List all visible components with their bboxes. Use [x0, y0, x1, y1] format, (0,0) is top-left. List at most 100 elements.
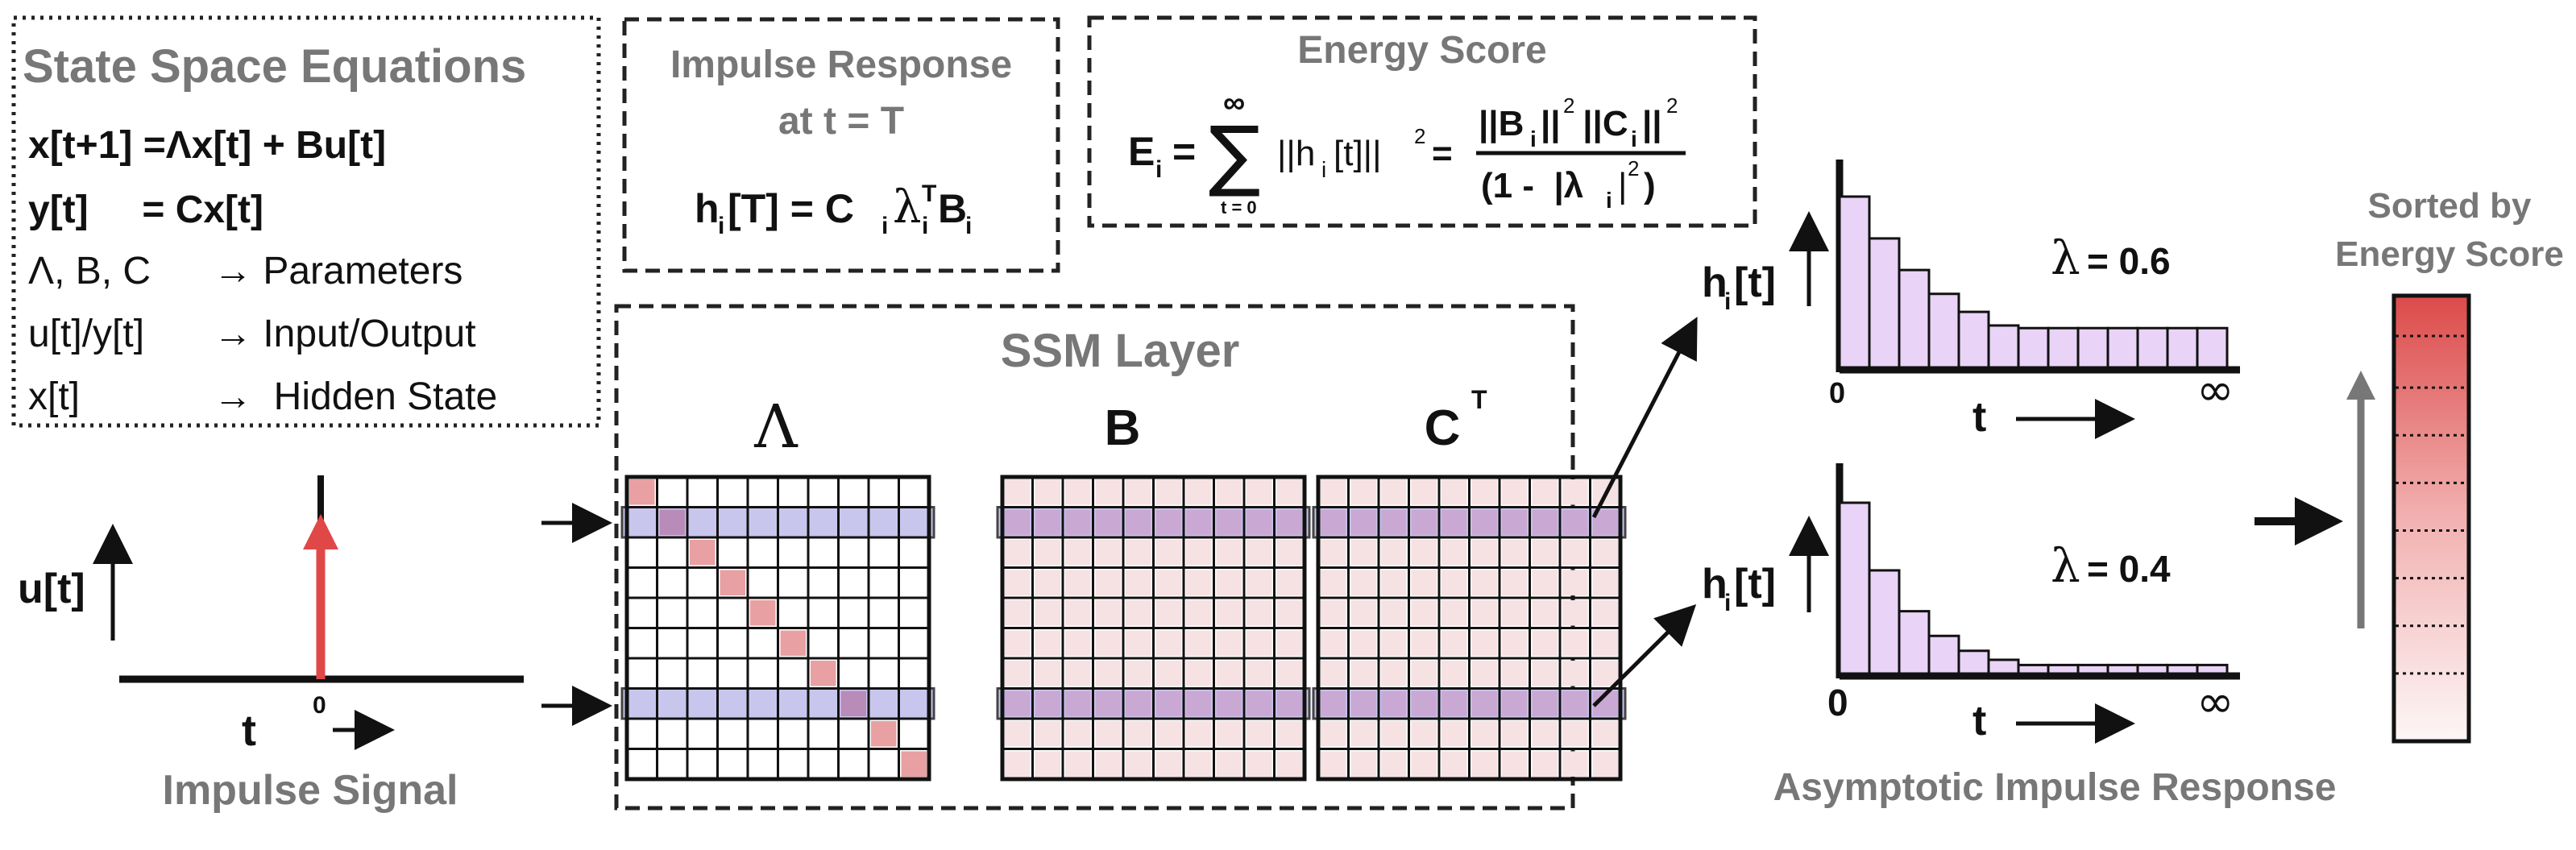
c-grid-cell — [1321, 690, 1346, 716]
b-grid-cell — [1216, 630, 1242, 656]
es-e: E — [1128, 129, 1155, 174]
lambda-grid-cell — [840, 721, 866, 747]
lambda-grid-cell — [690, 751, 716, 777]
b-grid-cell — [1155, 479, 1181, 505]
lambda-grid-cell — [750, 600, 776, 626]
lambda-grid-cell — [629, 509, 655, 535]
b-grid-cell — [1095, 570, 1121, 595]
c-grid-cell — [1562, 540, 1588, 566]
lambda-grid-cell — [871, 509, 897, 535]
c-grid-cell — [1502, 690, 1528, 716]
c-grid-cell — [1441, 600, 1467, 626]
b-grid-cell — [1247, 600, 1272, 626]
resp-bottom-lambda: λ — [2051, 538, 2080, 593]
responses-caption: Asymptotic Impulse Response — [1773, 766, 2337, 809]
bars-top-bar — [2136, 326, 2169, 369]
resp-bottom-h-rest: [t] — [1734, 561, 1776, 607]
b-grid-cell — [1035, 540, 1060, 566]
bars-top-bar — [1868, 237, 1901, 369]
lambda-grid-border — [624, 475, 931, 782]
lambda-grid-cell — [750, 540, 776, 566]
lambda-grid-cell — [901, 509, 927, 535]
es-denominator-close: ) — [1644, 166, 1656, 205]
b-grid-cell — [1065, 721, 1091, 747]
ir-mid: [T] = C — [728, 186, 854, 231]
c-grid-cell — [1471, 630, 1497, 656]
c-grid-cell — [1592, 751, 1618, 777]
bars-bottom-bar — [2166, 663, 2199, 675]
b-grid-cell — [1247, 570, 1272, 595]
output-equation: y[t] = Cx[t] — [28, 189, 263, 231]
b-grid-cell — [1155, 540, 1181, 566]
es-equals: = — [1432, 134, 1453, 173]
bars-top-bar — [1898, 268, 1931, 369]
c-grid-cell — [1532, 630, 1558, 656]
es-b-sub: i — [1530, 126, 1537, 151]
c-grid-cell — [1321, 509, 1346, 535]
sorted-title-2: Energy Score — [2335, 234, 2564, 274]
c-grid-cell — [1381, 600, 1407, 626]
impulse-signal-caption: Impulse Signal — [163, 767, 458, 814]
b-grid-cell — [1065, 661, 1091, 686]
b-grid-cell — [1247, 509, 1272, 535]
lambda-grid-cell — [659, 479, 685, 505]
b-grid-cell — [1065, 479, 1091, 505]
b-grid-cell — [1126, 630, 1151, 656]
b-grid-cell — [1035, 661, 1060, 686]
b-grid-cell — [1155, 600, 1181, 626]
c-grid-cell — [1502, 630, 1528, 656]
legend-symbol-params: Λ, B, C — [28, 250, 151, 292]
b-grid-cell — [1155, 509, 1181, 535]
resp-bottom-t: t — [1972, 698, 1986, 744]
c-grid-cell — [1411, 509, 1437, 535]
c-grid-cell — [1321, 721, 1346, 747]
c-grid-cell — [1471, 540, 1497, 566]
b-matrix — [996, 475, 1311, 782]
lambda-grid-cell — [871, 751, 897, 777]
c-grid-cell — [1441, 721, 1467, 747]
lambda-grid-cell — [629, 630, 655, 656]
c-grid-cell — [1411, 630, 1437, 656]
b-grid-cell — [1247, 661, 1272, 686]
b-grid-cell — [1005, 630, 1031, 656]
c-grid-cell — [1502, 570, 1528, 595]
b-grid-cell — [1035, 600, 1060, 626]
c-grid-cell — [1471, 570, 1497, 595]
b-grid-cell — [1247, 751, 1272, 777]
c-grid-cell — [1321, 751, 1346, 777]
b-grid-cell — [1216, 600, 1242, 626]
c-grid-cell — [1321, 630, 1346, 656]
c-matrix-sup: T — [1471, 385, 1487, 414]
c-grid-cell — [1441, 630, 1467, 656]
lambda-grid-cell — [659, 509, 685, 535]
lambda-grid-cell — [750, 479, 776, 505]
resp-bottom-zero: 0 — [1827, 682, 1848, 724]
lambda-grid-cell — [659, 690, 685, 716]
c-grid-cell — [1562, 751, 1588, 777]
lambda-grid-cell — [629, 751, 655, 777]
b-grid-cell — [1005, 540, 1031, 566]
lambda-grid-cell — [871, 570, 897, 595]
c-grid-cell — [1411, 570, 1437, 595]
b-grid-cell — [1005, 509, 1031, 535]
b-grid-cell — [1005, 721, 1031, 747]
lambda-grid-cell — [901, 540, 927, 566]
c-grid-cell — [1381, 661, 1407, 686]
c-grid-cell — [1441, 479, 1467, 505]
c-grid-cell — [1321, 600, 1346, 626]
lambda-grid-cell — [720, 570, 745, 595]
c-grid-cell — [1411, 721, 1437, 747]
b-grid-cell — [1095, 630, 1121, 656]
b-grid-cell — [1065, 509, 1091, 535]
c-grid-cell — [1471, 690, 1497, 716]
c-grid-cell — [1502, 661, 1528, 686]
c-grid-cell — [1562, 690, 1588, 716]
impulse-signal-plot: u[t] t 0 Impulse Signal — [18, 475, 524, 814]
lambda-grid-cell — [690, 661, 716, 686]
b-grid-cell — [1126, 721, 1151, 747]
b-grid-cell — [1095, 690, 1121, 716]
lambda-grid-cell — [750, 570, 776, 595]
c-grid-cell — [1532, 661, 1558, 686]
es-b-norm: || — [1541, 104, 1561, 144]
resp-bottom-h: h — [1702, 561, 1728, 607]
